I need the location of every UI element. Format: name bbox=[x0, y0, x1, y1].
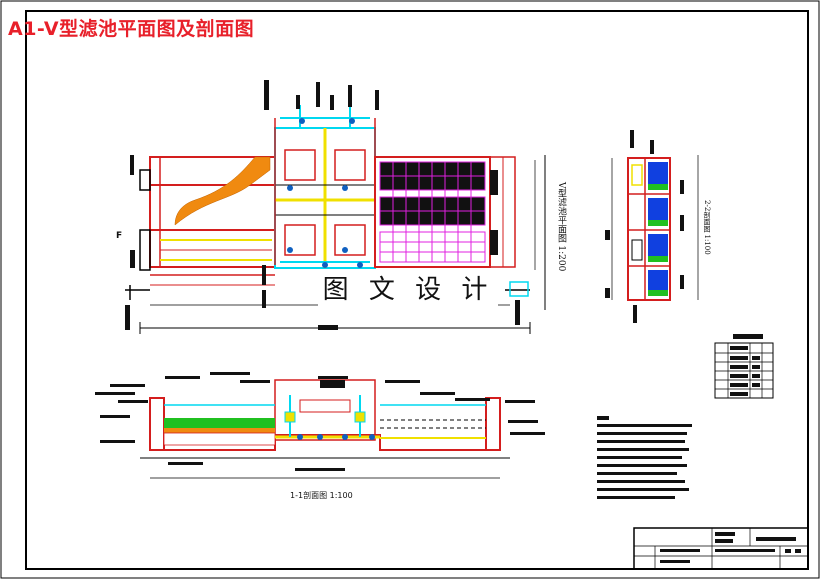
title-block bbox=[633, 527, 809, 570]
drawing-title: A1-V型滤池平面图及剖面图 bbox=[8, 18, 255, 40]
design-notes bbox=[597, 416, 692, 499]
section-1-1-label: 1-1剖面图 1:100 bbox=[290, 491, 353, 500]
section-2-2-label: 2-2剖面图 1:100 bbox=[703, 200, 711, 255]
sand-area bbox=[174, 156, 271, 226]
watermark-text: 图 文 设 计 bbox=[318, 270, 498, 310]
plan-marker: F bbox=[116, 231, 123, 241]
plan-view-label: V型滤池平面图 1:200 bbox=[556, 182, 566, 272]
inner-frame bbox=[25, 10, 809, 570]
section-1-1 bbox=[95, 372, 545, 479]
section-2-2 bbox=[605, 130, 699, 323]
equipment-table bbox=[714, 334, 774, 399]
